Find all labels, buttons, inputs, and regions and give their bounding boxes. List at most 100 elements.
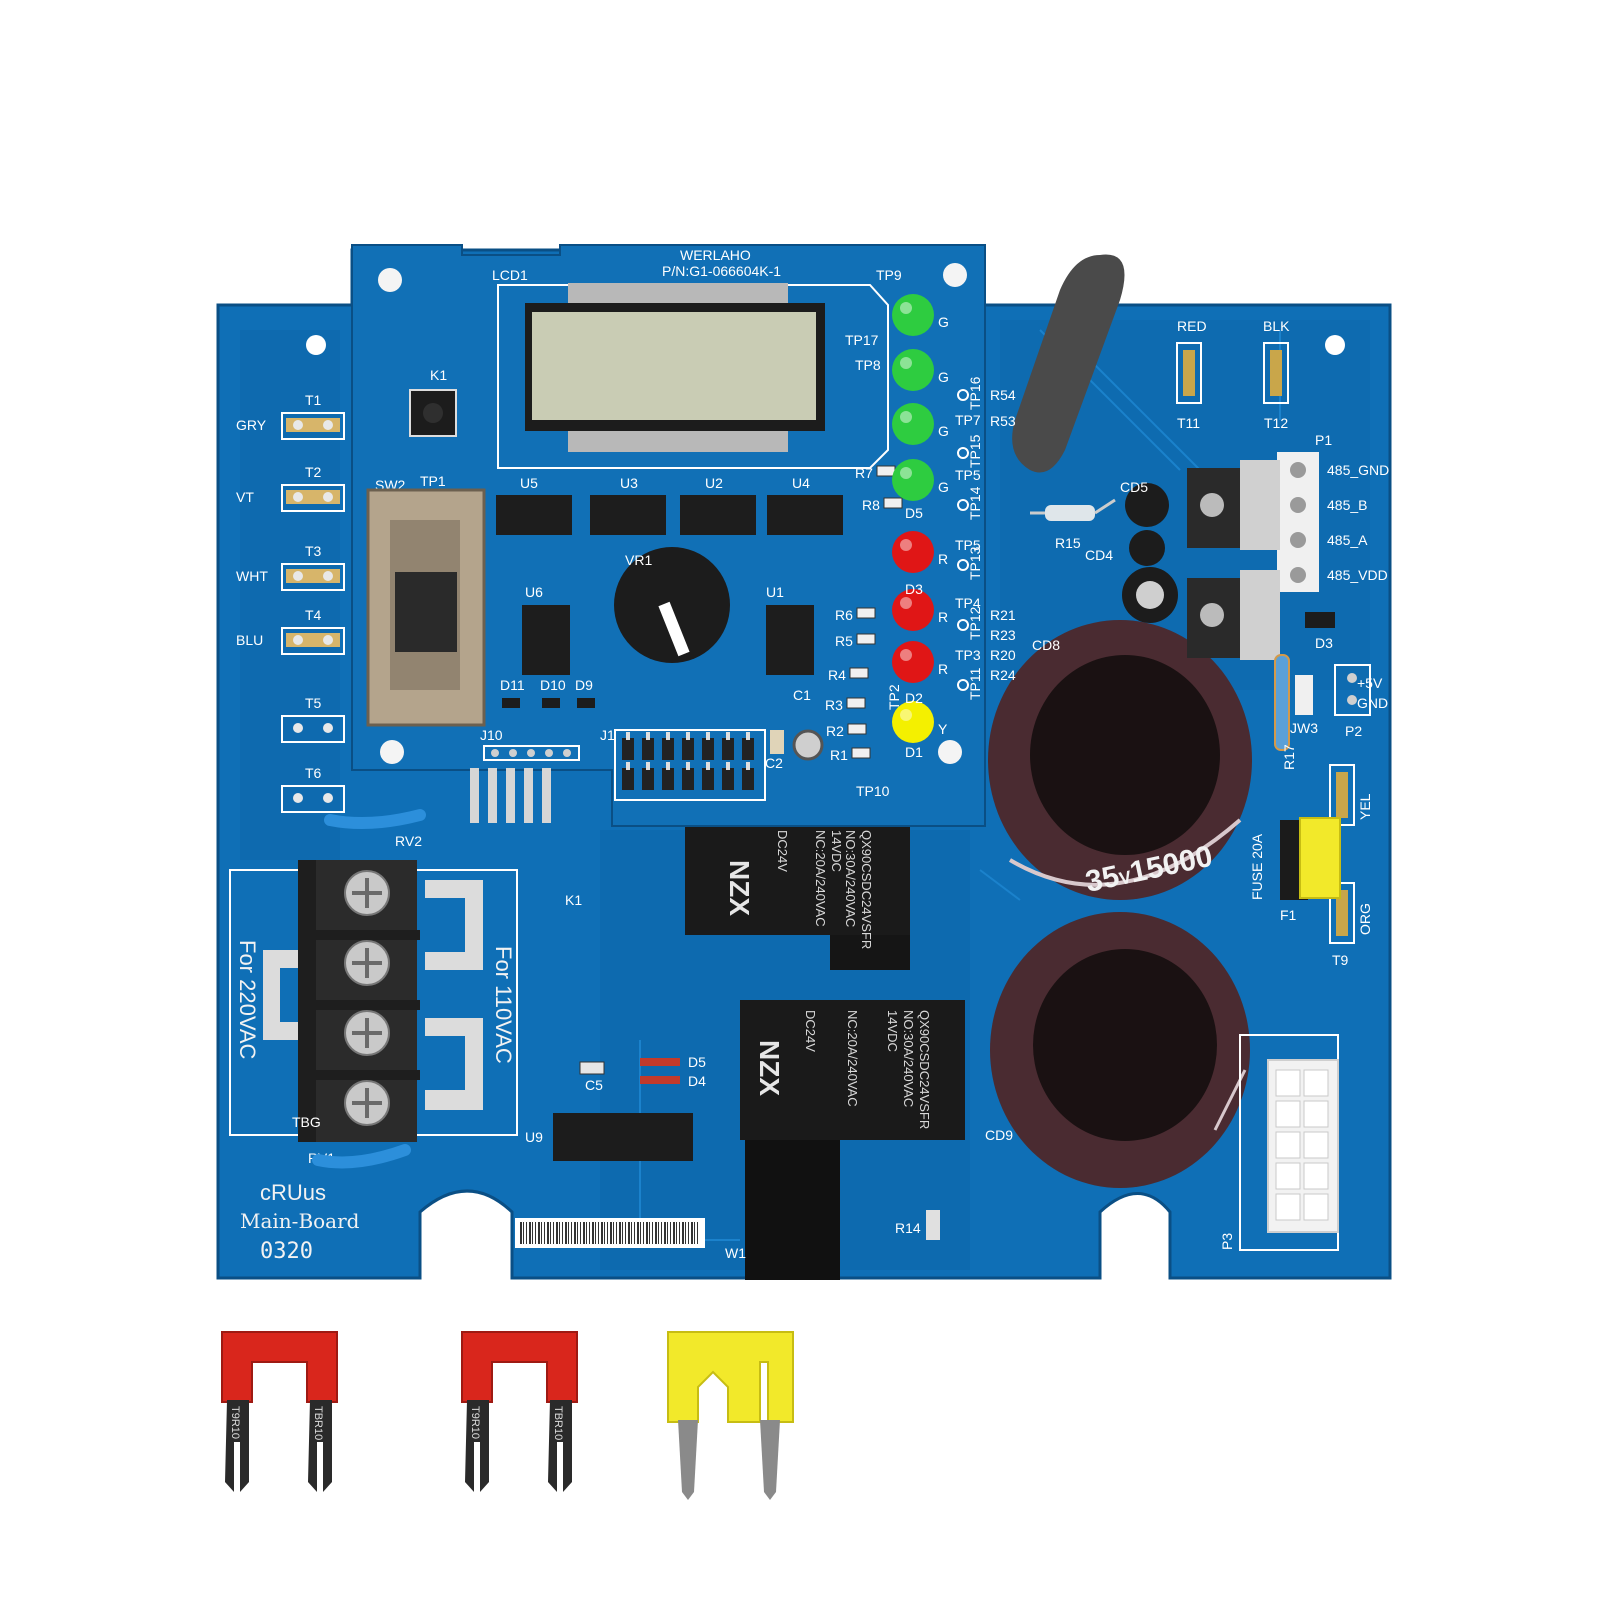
label-cd9: CD9 <box>985 1127 1013 1143</box>
relay1-brand: NZX <box>724 860 755 916</box>
label-c1: C1 <box>793 687 811 703</box>
label-u1: U1 <box>766 584 784 600</box>
p1-pin <box>1290 462 1306 478</box>
label-rv2: RV2 <box>395 833 422 849</box>
potentiometer[interactable] <box>614 547 730 663</box>
label-blk: BLK <box>1263 318 1290 334</box>
terminal-wire-label: WHT <box>236 568 268 584</box>
label-w1: W1 <box>725 1245 746 1261</box>
terminal-id: T3 <box>305 543 322 559</box>
label-d3: D3 <box>905 581 923 597</box>
relay2-no: NO:30A/240VAC <box>901 1010 916 1107</box>
jumper-2-mark-a: T9R10 <box>469 1406 481 1439</box>
label-r53: R53 <box>990 413 1016 429</box>
led-green: G <box>892 459 949 501</box>
capacitor-cd9: CD9 <box>985 912 1250 1188</box>
terminal-block-region: For 220VAC For 110VAC TBG RV1 RV2 <box>229 809 518 1169</box>
label-r6: R6 <box>835 607 853 623</box>
label-r14: R14 <box>895 1220 921 1236</box>
label-r15: R15 <box>1055 535 1081 551</box>
relay1-no: NO:30A/240VAC <box>843 830 858 927</box>
brand-part-number: P/N:G1-066604K-1 <box>662 263 781 279</box>
brand-maker: WERLAHO <box>680 247 751 263</box>
label-lcd1: LCD1 <box>492 267 528 283</box>
jumper-1: T9R10 TBR10 <box>221 1331 338 1492</box>
label-r21: R21 <box>990 607 1016 623</box>
label-tp11: TP11 <box>967 667 983 700</box>
jumper-1-mark-b: TBR10 <box>312 1406 324 1440</box>
label-r17: R17 <box>1281 744 1297 770</box>
header-j1 <box>614 729 766 801</box>
mounting-hole <box>1325 335 1345 355</box>
label-r2: R2 <box>826 723 844 739</box>
accessories: T9R10 TBR10 T9R10 TBR10 <box>221 1331 794 1500</box>
label-j10: J10 <box>480 727 503 743</box>
led-green: G <box>892 403 949 445</box>
jumper-1-mark-a: T9R10 <box>229 1406 241 1439</box>
label-r8: R8 <box>862 497 880 513</box>
label-f1: F1 <box>1280 907 1297 923</box>
label-d11: D11 <box>500 677 525 693</box>
led-letter: G <box>938 314 949 330</box>
relay2-brand: NZX <box>754 1040 785 1096</box>
label-d3-main: D3 <box>1315 635 1333 651</box>
label-d9: D9 <box>575 677 593 693</box>
label-tp9: TP9 <box>876 267 902 283</box>
right-parts: R54 R53 RED BLK T11 T12 P1 485_GND485_B4… <box>990 254 1389 1251</box>
label-d10: D10 <box>540 677 566 693</box>
label-r24: R24 <box>990 667 1016 683</box>
label-d5: D5 <box>905 505 923 521</box>
relay1-coil: DC24V <box>775 830 790 872</box>
board-code: 0320 <box>260 1239 313 1264</box>
capacitor-cd8: 35V15000 CD8 <box>988 620 1252 900</box>
label-tp4: TP4 <box>955 595 981 611</box>
label-5v: +5V <box>1357 675 1383 691</box>
board-name: Main-Board <box>240 1209 360 1233</box>
led-letter: R <box>938 551 948 567</box>
fuse-f1 <box>1299 817 1341 899</box>
label-tp10: TP10 <box>856 783 890 799</box>
label-c2: C2 <box>765 755 783 771</box>
label-tp17: TP17 <box>845 332 879 348</box>
label-r3: R3 <box>825 697 843 713</box>
label-r5: R5 <box>835 633 853 649</box>
ic-u3: U3 <box>590 475 666 535</box>
led-letter: G <box>938 369 949 385</box>
spare-fuse <box>667 1331 794 1500</box>
label-tp2: TP2 <box>886 684 902 710</box>
label-cd8: CD8 <box>1032 637 1060 653</box>
label-gnd: GND <box>1357 695 1388 711</box>
label-tp3: TP3 <box>955 647 981 663</box>
label-r4: R4 <box>828 667 846 683</box>
label-tp8: TP8 <box>855 357 881 373</box>
label-p3: P3 <box>1219 1233 1235 1250</box>
label-p1: P1 <box>1315 432 1332 448</box>
label-r54: R54 <box>990 387 1016 403</box>
label-r7: R7 <box>855 465 873 481</box>
label-p2: P2 <box>1345 723 1362 739</box>
display-board: WERLAHO P/N:G1-066604K-1 LCD1 K1 SW2 TP1… <box>351 244 986 827</box>
label-tbg: TBG <box>292 1114 321 1130</box>
led-letter: R <box>938 661 948 677</box>
label-cd5: CD5 <box>1120 479 1148 495</box>
label-tp12: TP12 <box>967 606 983 640</box>
label-jw3: JW3 <box>1290 720 1318 736</box>
p1-pin <box>1290 567 1306 583</box>
label-485-gnd: 485_GND <box>1327 462 1389 478</box>
terminal-wire-label: VT <box>236 489 254 505</box>
label-tp16: TP16 <box>967 376 983 410</box>
label-j1: J1 <box>600 727 615 743</box>
relay1-nc: NC:20A/240VAC <box>813 830 828 927</box>
led-red: R <box>892 589 948 631</box>
terminal-id: T1 <box>305 392 322 408</box>
label-u4: U4 <box>792 475 810 491</box>
relay1-v1: 14VDC <box>829 830 844 872</box>
label-u9: U9 <box>525 1129 543 1145</box>
board-id: cRUus Main-Board 0320 <box>240 1180 705 1264</box>
label-tp1: TP1 <box>420 473 446 489</box>
label-485-b: 485_B <box>1327 497 1367 513</box>
